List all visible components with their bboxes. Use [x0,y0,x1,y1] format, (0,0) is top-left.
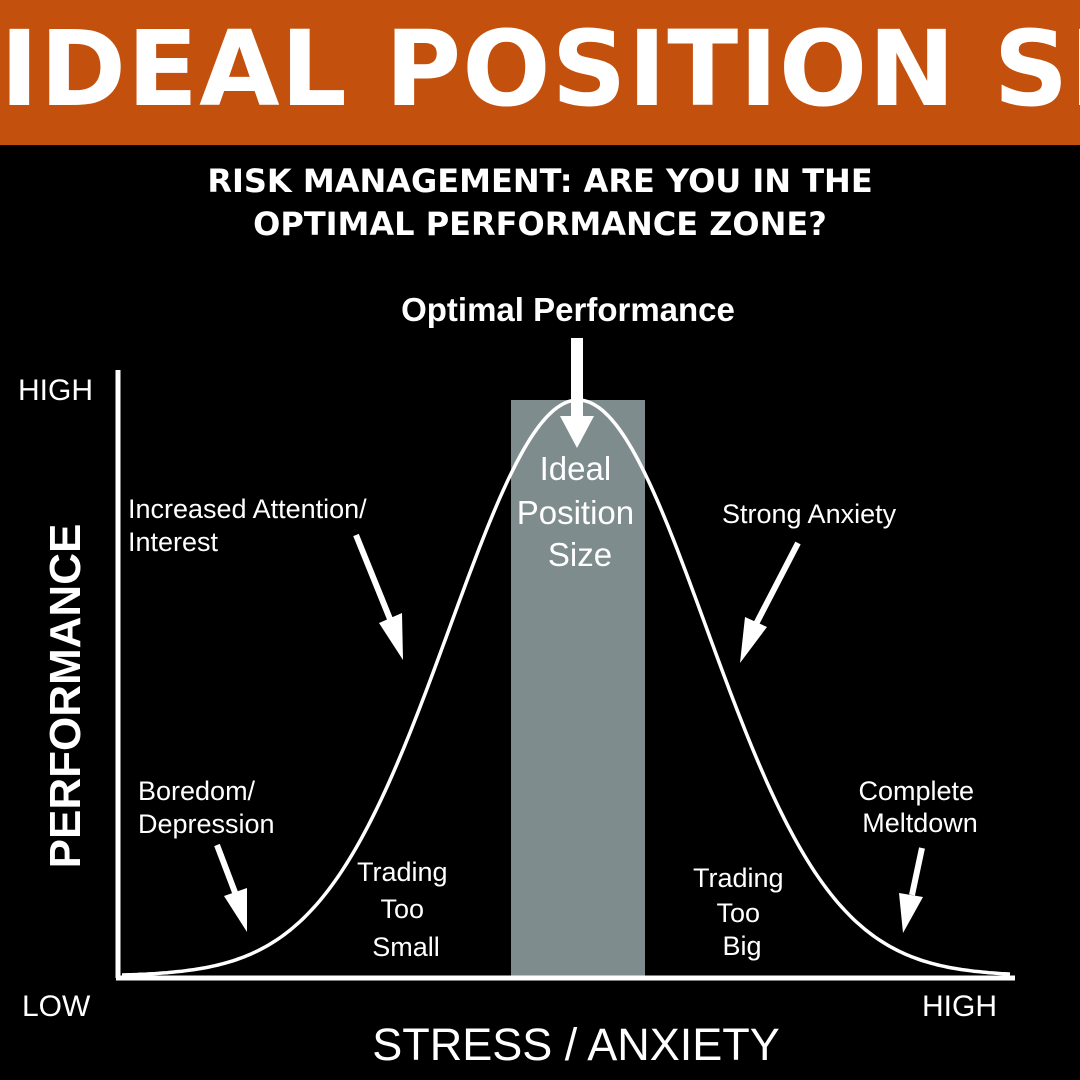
banner-title: IDEAL POSITION SIZE [0,8,1080,130]
strong-anxiety-label: Strong Anxiety [722,499,897,529]
trading-too-big-label: Trading Too Big [693,863,791,961]
title-banner: IDEAL POSITION SIZE [0,0,1080,145]
complete-meltdown-label: Complete Meltdown [858,776,981,838]
x-axis-title: STRESS / ANXIETY [372,1019,780,1070]
ideal-position-size-label: Ideal Position Size [517,450,644,573]
y-axis-high-label: HIGH [18,374,93,407]
trading-too-small-label: Trading Too Small [357,857,455,962]
subtitle-line-1: RISK MANAGEMENT: ARE YOU IN THE [207,162,873,200]
optimal-performance-label: Optimal Performance [401,291,735,328]
performance-curve [121,398,1011,977]
boredom-depression-label: Boredom/ Depression [138,776,275,839]
ideal-zone [511,400,645,978]
arrow-boredom-icon [214,843,247,932]
y-axis-title: PERFORMANCE [41,524,90,869]
arrow-meltdown-icon [899,847,925,933]
increased-attention-label: Increased Attention/ Interest [128,494,374,557]
subtitle: RISK MANAGEMENT: ARE YOU IN THE OPTIMAL … [0,160,1080,246]
x-axis-high-label: HIGH [922,990,997,1023]
arrow-attention-icon [353,533,403,660]
arrow-optimal-icon [560,338,594,448]
x-axis-low-label: LOW [22,990,91,1023]
arrow-anxiety-icon [740,541,801,663]
subtitle-line-2: OPTIMAL PERFORMANCE ZONE? [253,205,827,243]
